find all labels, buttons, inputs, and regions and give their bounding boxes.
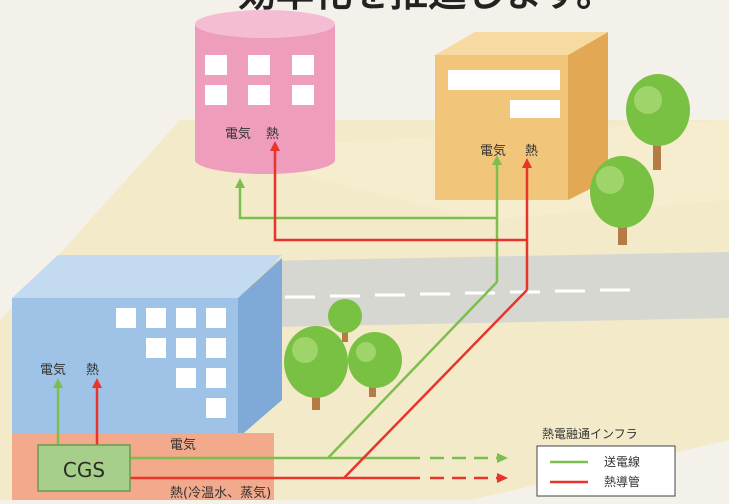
elec-line-label: 電気 (170, 437, 196, 453)
round-building-windows (205, 55, 314, 105)
round-building-heat-label: 熱 (266, 127, 279, 142)
power-arrowheads (53, 155, 508, 463)
legend-title: 熱電融通インフラ (542, 427, 638, 441)
tree (626, 74, 690, 170)
blue-building-elec-label: 電気 (40, 362, 66, 378)
tan-building: 電気 熱 (435, 32, 608, 200)
tree (284, 326, 348, 410)
legend-label-power: 送電線 (604, 454, 640, 469)
page-heading: 効率化を推進します。 (238, 0, 614, 15)
cgs-label: CGS (63, 458, 105, 482)
road (210, 252, 729, 328)
trees (284, 74, 690, 410)
blue-building-heat-label: 熱 (86, 363, 99, 378)
heat-arrowheads (92, 141, 532, 483)
legend: 熱電融通インフラ 送電線 熱導管 (536, 427, 676, 497)
round-building-elec-label: 電気 (225, 126, 251, 142)
tree (348, 332, 402, 397)
blue-building: 電気 熱 (12, 255, 282, 438)
heat-line-label: 熱(冷温水、蒸気) (170, 485, 271, 500)
tan-building-window (510, 100, 560, 118)
legend-label-heat: 熱導管 (604, 474, 640, 489)
tan-building-elec-label: 電気 (480, 143, 506, 159)
blue-building-windows (116, 308, 226, 418)
tan-building-heat-label: 熱 (525, 144, 538, 159)
heat-lines (95, 148, 529, 480)
cgs-unit: CGS (37, 444, 131, 492)
tree (590, 156, 654, 245)
tree (328, 299, 362, 342)
round-building: 電気 熱 (195, 10, 335, 174)
tan-building-window (448, 70, 560, 90)
power-lines (56, 162, 499, 460)
